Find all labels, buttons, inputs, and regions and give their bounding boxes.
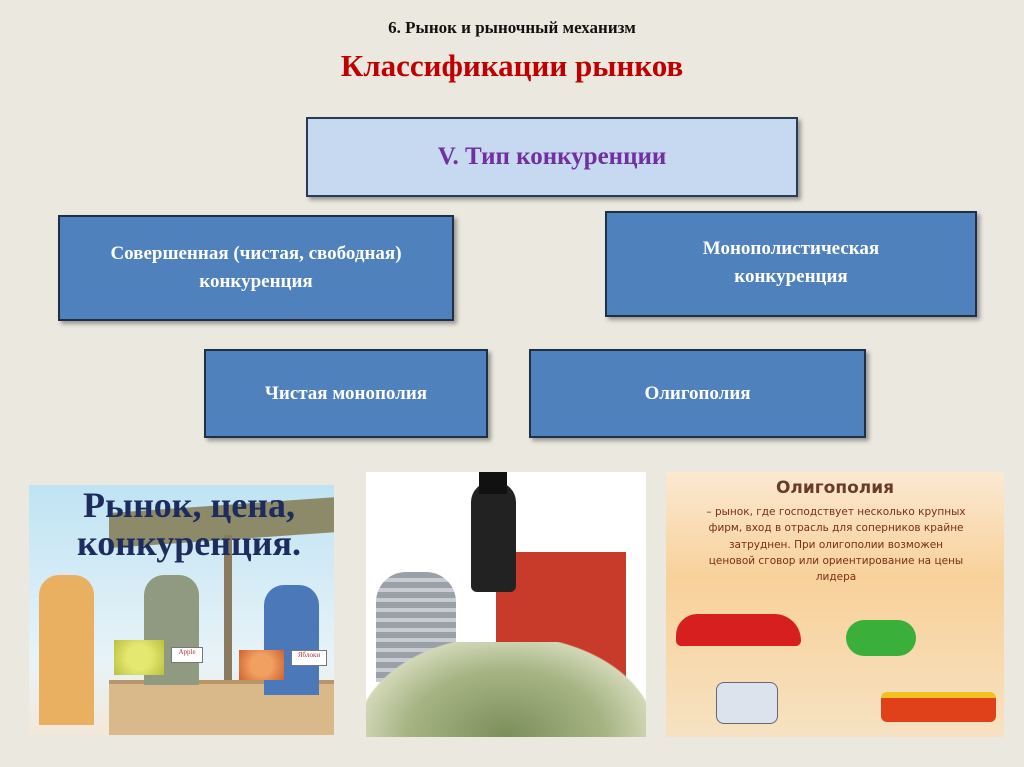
oligopoly-image-text: – рынок, где господствует несколько круп…: [706, 506, 966, 584]
red-car: [676, 614, 801, 646]
slide-subtitle: 6. Рынок и рыночный механизм: [388, 18, 636, 37]
box-pure-monopoly: Чистая монополия: [204, 349, 488, 438]
green-car: [846, 620, 916, 656]
oligopoly-image: Олигополия – рынок, где господствует нес…: [666, 472, 1004, 737]
slide-title: Классификации рынков: [340, 48, 684, 83]
race-car: [881, 692, 996, 722]
market-cartoon-image: Apple Яблоки Рынок, цена, конкуренция.: [29, 485, 334, 735]
van: [716, 682, 778, 724]
top-hat-icon: [479, 472, 507, 494]
box-oligopoly: Олигополия: [529, 349, 866, 438]
monopoly-man: [471, 482, 516, 592]
box-perfect-competition: Совершенная (чистая, свободная) конкурен…: [58, 215, 454, 321]
box-monopolistic-label: Монополистическая конкуренция: [702, 238, 880, 287]
sign-apple: Apple: [171, 647, 203, 663]
oligopoly-image-title: Олигополия: [775, 478, 895, 498]
category-box: V. Тип конкуренции: [306, 117, 798, 197]
box-monopolistic-competition: Монополистическая конкуренция: [605, 211, 977, 317]
sign-apples-ru: Яблоки: [291, 650, 327, 666]
monopoly-image: [366, 472, 646, 737]
cartoon-caption: Рынок, цена, конкуренция.: [77, 485, 301, 563]
money-pile: [366, 642, 646, 737]
